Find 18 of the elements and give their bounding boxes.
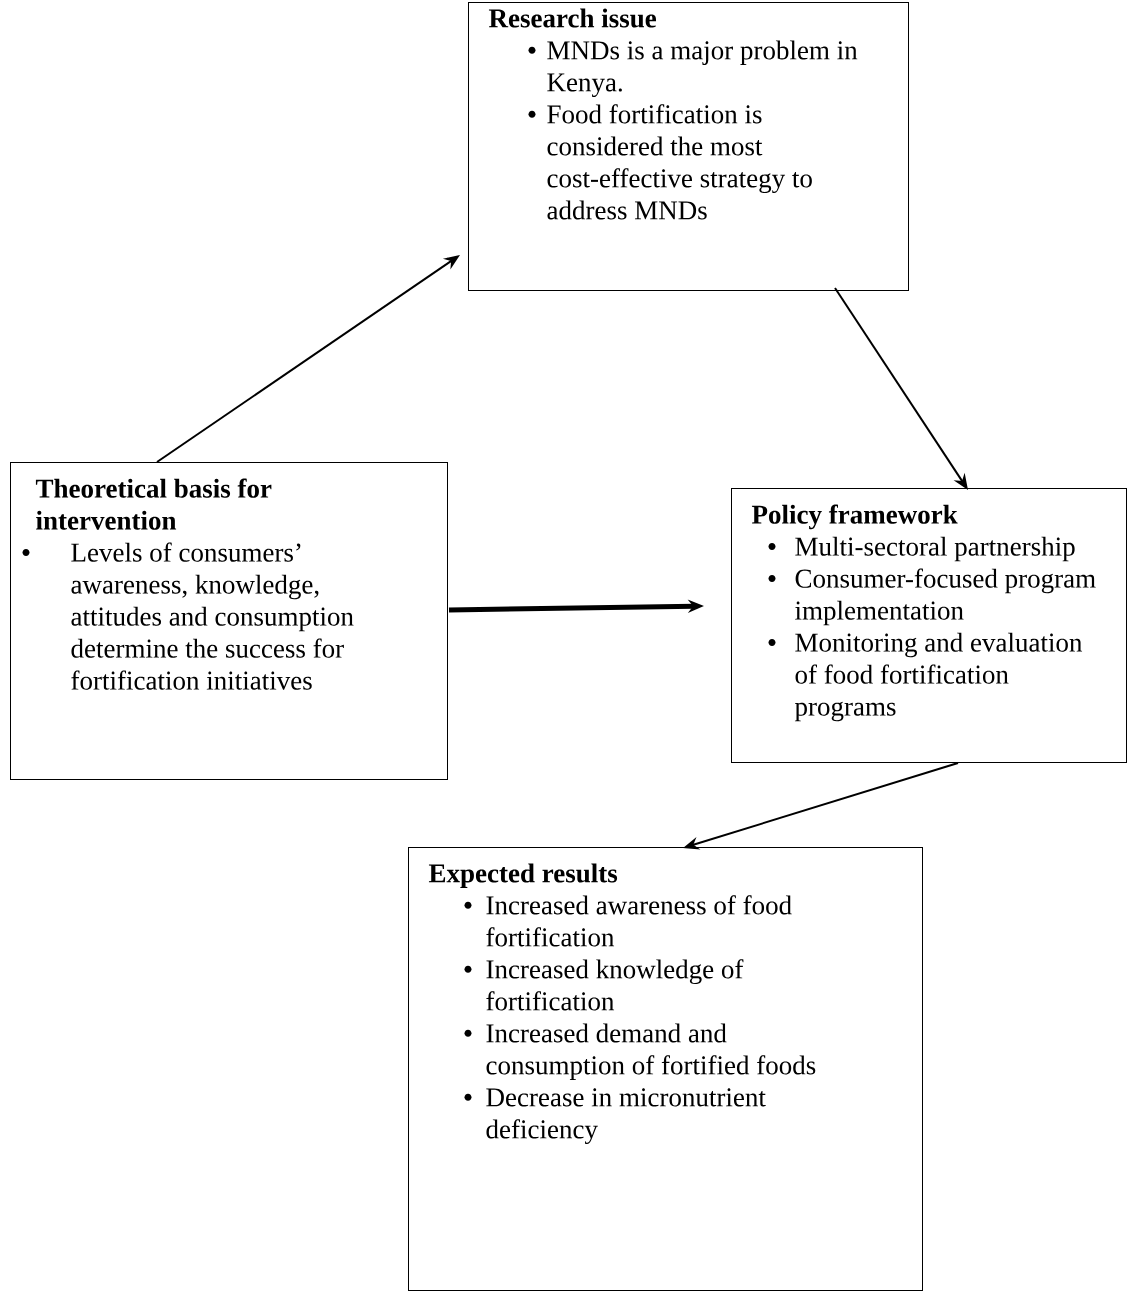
box-heading: Policy framework — [751, 504, 958, 530]
text-box — [10, 462, 448, 780]
bullet-item: Decrease in micronutrient deficiency — [486, 1088, 766, 1145]
box-heading: Theoretical basis for intervention — [35, 478, 272, 530]
bullet-item: Monitoring and evaluation of food fortification programs — [794, 632, 1083, 722]
bullet-item: Levels of consumers’ awareness, knowledge, attitudes and consumption determine the success for fortification initiatives — [71, 542, 354, 690]
bullet-item: Multi-sectoral partnership — [795, 536, 1075, 562]
text-box — [468, 2, 909, 291]
bullet-item: Food fortification is considered the most cost-effective strategy to address MNDs — [547, 104, 812, 220]
text-box — [408, 847, 923, 1291]
box-heading: Research issue — [488, 8, 656, 28]
box-heading: Expected results — [428, 863, 618, 888]
bullet-item: Increased demand and consumption of fortified foods — [486, 1023, 816, 1080]
text-box — [731, 488, 1127, 763]
bullet-item: Consumer-focused program implementation — [795, 568, 1096, 626]
bullet-item: Increased knowledge of fortification — [486, 959, 744, 1011]
bullet-item: MNDs is a major problem in Kenya. — [547, 40, 858, 98]
bullet-item: Increased awareness of food fortification — [486, 895, 792, 947]
